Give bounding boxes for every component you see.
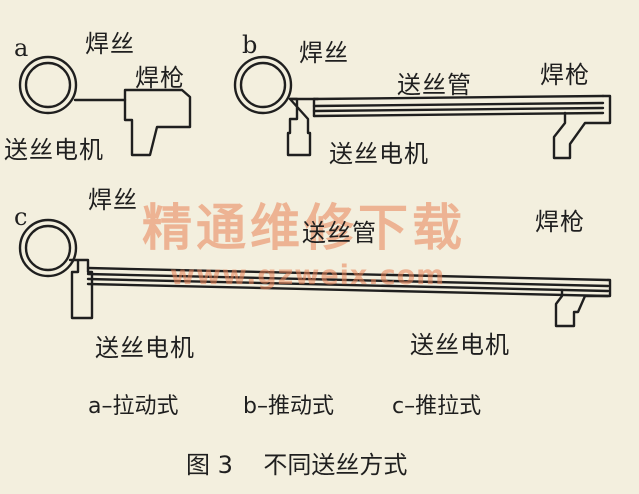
panel-c-tube-label: 送丝管 bbox=[302, 219, 377, 247]
panel-c-welding-gun bbox=[554, 278, 612, 328]
panel-b-wire-spool bbox=[233, 55, 293, 115]
watermark-url: www.gzweix.com bbox=[170, 260, 446, 291]
legend-a: a–拉动式 bbox=[88, 394, 179, 419]
panel-c-left-motor-label: 送丝电机 bbox=[95, 334, 195, 362]
panel-b-motor-label: 送丝电机 bbox=[329, 140, 429, 168]
panel-b-tube-label: 送丝管 bbox=[397, 71, 472, 99]
panel-c-gun-label: 焊枪 bbox=[535, 208, 585, 236]
legend-c: c–推拉式 bbox=[392, 394, 482, 419]
legend-b: b–推动式 bbox=[243, 394, 334, 419]
panel-a-welding-gun bbox=[123, 88, 192, 157]
panel-a-wire-label: 焊丝 bbox=[85, 30, 135, 58]
panel-c-letter: c bbox=[14, 203, 28, 231]
panel-c-drawing bbox=[18, 218, 612, 328]
panel-a-letter: a bbox=[14, 34, 29, 62]
panel-b-drawing bbox=[233, 55, 612, 160]
panel-b-wire-label: 焊丝 bbox=[299, 39, 349, 67]
panel-c-wire-label: 焊丝 bbox=[88, 186, 138, 214]
panel-c-wire-spool bbox=[18, 218, 78, 278]
panel-a-wire-spool bbox=[18, 55, 78, 115]
panel-b-welding-gun bbox=[552, 94, 612, 160]
panel-b-letter: b bbox=[242, 31, 258, 59]
panel-c-feed-tube bbox=[86, 266, 610, 298]
watermark-title: 精通维修下载 bbox=[142, 199, 466, 257]
panel-a-drawing bbox=[18, 55, 192, 157]
panel-c-left-motor bbox=[68, 258, 94, 320]
panel-b-feed-tube bbox=[312, 94, 605, 118]
panel-b-gun-label: 焊枪 bbox=[540, 61, 590, 89]
panel-a-motor-label: 送丝电机 bbox=[4, 136, 104, 164]
figure-caption: 图 3 不同送丝方式 bbox=[186, 451, 408, 479]
panel-b-feed-motor bbox=[286, 97, 312, 157]
panel-a-gun-label: 焊枪 bbox=[135, 64, 185, 92]
panel-c-right-motor-label: 送丝电机 bbox=[410, 331, 510, 359]
